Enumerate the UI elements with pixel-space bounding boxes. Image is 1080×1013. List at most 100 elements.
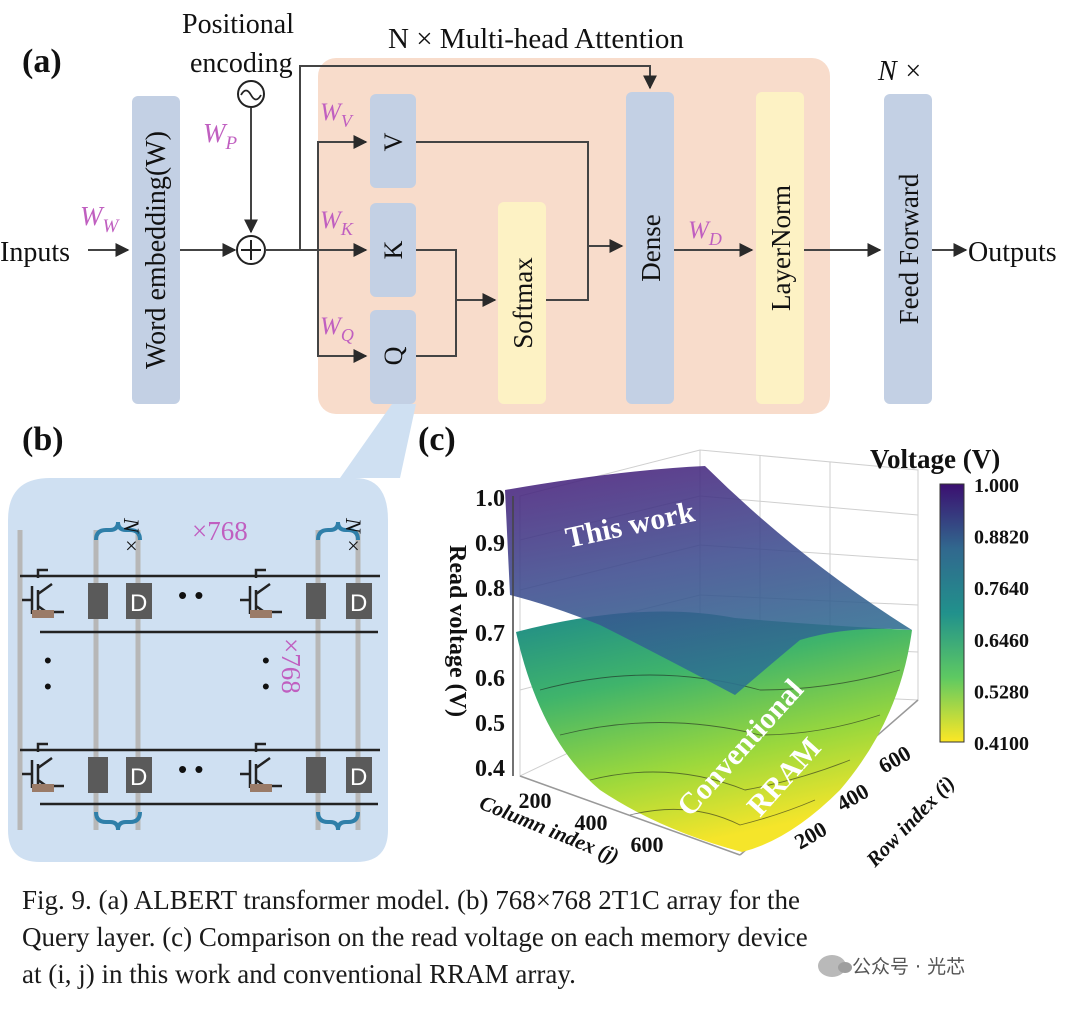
colorbar-tick-label: 0.6460 xyxy=(974,630,1029,652)
surface-conventional xyxy=(516,611,912,852)
transistor-icon xyxy=(22,568,64,618)
surface-contour-lines xyxy=(539,669,901,826)
caption-line-3: at (i, j) in this work and conventional … xyxy=(22,959,576,989)
z-tick-label: 0.5 xyxy=(475,711,505,737)
v-block xyxy=(370,94,416,188)
word-embedding-label: Word embedding(W) xyxy=(141,131,172,369)
layernorm-block xyxy=(756,92,804,404)
panel-b-label: (b) xyxy=(22,421,64,458)
surface-this-work xyxy=(505,466,912,695)
positional-encoding-label-2: encoding xyxy=(190,48,293,79)
colorbar-tick-label: 0.8820 xyxy=(974,527,1029,549)
capacitor-block xyxy=(306,583,326,619)
right-top-brace-icon xyxy=(316,521,360,541)
k-to-softmax xyxy=(416,249,457,300)
capacitor-block xyxy=(88,583,108,619)
softmax-block xyxy=(498,202,546,404)
outputs-label: Outputs xyxy=(968,237,1057,268)
dense-label: Dense xyxy=(636,214,666,281)
sine-wave-icon xyxy=(240,89,262,101)
colorbar-tick-label: 0.4100 xyxy=(974,733,1029,755)
panel-c-label: (c) xyxy=(418,421,456,458)
right-repeat-label: N × xyxy=(341,517,366,553)
softmax-label: Softmax xyxy=(508,257,538,349)
figure-caption: Fig. 9. (a) ALBERT transformer model. (b… xyxy=(22,882,1062,993)
k-label: K xyxy=(379,240,408,259)
q-label: Q xyxy=(379,346,408,365)
device-d-label: D xyxy=(130,590,147,617)
watermark: 公众号 · 光芯 xyxy=(818,952,965,979)
device-d-box xyxy=(126,757,152,793)
x-tick-label: 200 xyxy=(519,788,552,813)
q-block xyxy=(370,310,416,404)
vertical-ellipsis-left: • xyxy=(44,648,52,673)
panel-b: (b) N × N × ×768 ×768 xyxy=(8,404,416,862)
wp-weight-label: WP xyxy=(203,118,238,154)
left-repeat-label: N × xyxy=(119,517,144,553)
wechat-logo-icon xyxy=(818,954,852,977)
columns-count-label: ×768 xyxy=(192,516,248,546)
z-tick-label: 0.6 xyxy=(475,666,505,692)
q-to-softmax xyxy=(416,300,457,357)
z-tick-label: 0.9 xyxy=(475,531,505,557)
wd-weight-label: WD xyxy=(688,217,722,249)
ellipsis: • • xyxy=(178,580,203,610)
z-axis-label: Read voltage (V) xyxy=(444,545,470,717)
device-d-box xyxy=(346,583,372,619)
colorbar-tick-label: 0.5280 xyxy=(974,681,1029,703)
transistor-icon xyxy=(240,742,282,792)
ww-weight-label: WW xyxy=(80,201,121,237)
word-embedding-block xyxy=(132,96,180,404)
z-tick-label: 0.7 xyxy=(475,621,505,647)
device-d-box xyxy=(126,583,152,619)
layernorm-label: LayerNorm xyxy=(766,185,796,311)
ff-repeat-label: N × xyxy=(877,56,923,87)
ellipsis: • • xyxy=(178,754,203,784)
colorbar xyxy=(939,483,965,743)
residual-path xyxy=(299,65,657,250)
cell-row-1: D • • D xyxy=(22,568,372,619)
panel-a: (a) N × Multi-head Attention Positional … xyxy=(0,9,1057,414)
z-axis: 1.0 0.9 0.8 0.7 0.6 0.5 0.4 Read voltage (V) xyxy=(444,486,514,782)
v-label: V xyxy=(379,132,408,151)
colorbar-title: Voltage (V) xyxy=(870,444,1000,474)
row-buses xyxy=(20,574,380,806)
right-bottom-brace-icon xyxy=(316,811,360,831)
device-d-label: D xyxy=(350,764,367,791)
dense-block xyxy=(626,92,674,404)
z-tick-labels: 1.0 0.9 0.8 0.7 0.6 0.5 0.4 xyxy=(475,486,505,782)
left-top-brace-icon xyxy=(94,521,142,541)
wv-weight-label: WV xyxy=(320,99,354,131)
z-tick-label: 0.4 xyxy=(475,756,505,782)
device-d-label: D xyxy=(130,764,147,791)
k-block xyxy=(370,203,416,297)
colorbar-tick-label: 1.000 xyxy=(974,475,1019,497)
panel-c: (c) This wo xyxy=(418,421,1029,872)
attention-title: N × Multi-head Attention xyxy=(388,23,684,55)
v-to-dense xyxy=(416,141,624,253)
feed-forward-label: Feed Forward xyxy=(894,173,924,324)
panel-a-label: (a) xyxy=(22,43,62,80)
z-tick-label: 1.0 xyxy=(475,486,505,512)
feed-forward-block xyxy=(884,94,932,404)
left-bottom-brace-icon xyxy=(94,811,142,831)
wq-weight-label: WQ xyxy=(320,313,354,345)
transistor-icon xyxy=(22,742,64,792)
device-d-label: D xyxy=(350,590,367,617)
positional-encoding-label-1: Positional xyxy=(182,9,294,40)
watermark-text: 公众号 · 光芯 xyxy=(852,956,966,978)
transistor-icon xyxy=(240,568,282,618)
vertical-ellipsis-right-2: • xyxy=(262,674,270,699)
caption-line-1: Fig. 9. (a) ALBERT transformer model. (b… xyxy=(22,885,800,915)
branch-to-q xyxy=(317,250,368,363)
y-axis-label: Row index (i) xyxy=(861,771,960,872)
vertical-ellipsis-right: • xyxy=(262,648,270,673)
vertical-ellipsis-left-2: • xyxy=(44,674,52,699)
z-tick-label: 0.8 xyxy=(475,576,505,602)
rows-count-label: ×768 xyxy=(276,638,306,694)
wk-weight-label: WK xyxy=(320,207,354,239)
y-tick-label: 600 xyxy=(874,740,915,778)
capacitor-block xyxy=(306,757,326,793)
